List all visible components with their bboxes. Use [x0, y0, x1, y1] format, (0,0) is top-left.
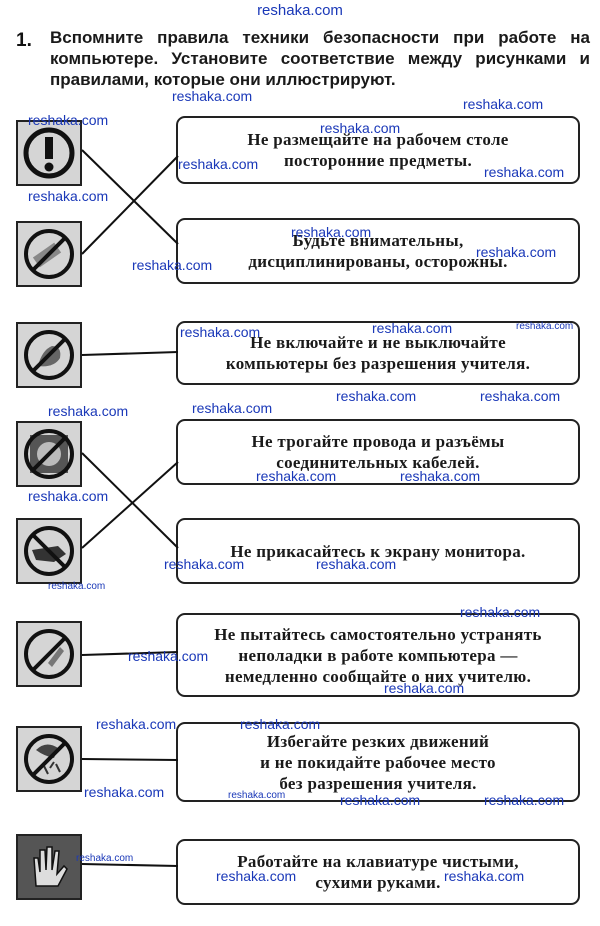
watermark: reshaka.com	[164, 556, 244, 572]
no-sudden-movements-icon	[16, 726, 82, 792]
watermark: reshaka.com	[476, 244, 556, 260]
watermark: reshaka.com	[76, 853, 133, 864]
no-self-repair-icon	[16, 621, 82, 687]
no-touch-screen-icon	[16, 518, 82, 584]
watermark: reshaka.com	[84, 784, 164, 800]
task-number: 1.	[16, 30, 32, 52]
watermark: reshaka.com	[228, 790, 285, 801]
rule-line: Избегайте резких движений	[267, 731, 489, 752]
watermark: reshaka.com	[384, 680, 464, 696]
task-text: Вспомните правила техники безопасности п…	[50, 27, 590, 90]
rule-line: Не трогайте провода и разъёмы	[252, 431, 505, 452]
watermark: reshaka.com	[178, 156, 258, 172]
watermark: reshaka.com	[216, 868, 296, 884]
match-line	[82, 759, 178, 760]
rule-box-5: Не прикасайтесь к экрану монитора.	[176, 518, 580, 584]
no-power-switch-icon	[16, 322, 82, 388]
watermark: reshaka.com	[132, 257, 212, 273]
watermark: reshaka.com	[48, 403, 128, 419]
watermark: reshaka.com	[28, 188, 108, 204]
watermark: reshaka.com	[320, 120, 400, 136]
watermark: reshaka.com	[291, 224, 371, 240]
watermark: reshaka.com	[316, 556, 396, 572]
rule-line: немедленно сообщайте о них учителю.	[225, 666, 531, 687]
exclamation-sign-icon	[16, 120, 82, 186]
match-line	[82, 462, 178, 548]
watermark: reshaka.com	[28, 112, 108, 128]
watermark: reshaka.com	[256, 468, 336, 484]
watermark: reshaka.com	[336, 388, 416, 404]
clean-dry-hands-icon	[16, 834, 82, 900]
match-line	[82, 864, 178, 866]
watermark: reshaka.com	[340, 792, 420, 808]
rule-box-6: Не пытайтесь самостоятельно устранять не…	[176, 613, 580, 697]
watermark: reshaka.com	[28, 488, 108, 504]
watermark: reshaka.com	[128, 648, 208, 664]
rule-line: компьютеры без разрешения учителя.	[226, 353, 530, 374]
rule-line: дисциплинированы, осторожны.	[248, 251, 507, 272]
match-line	[82, 352, 178, 355]
watermark: reshaka.com	[484, 164, 564, 180]
watermark: reshaka.com	[463, 96, 543, 112]
watermark: reshaka.com	[240, 716, 320, 732]
no-items-on-desk-icon	[16, 221, 82, 287]
rule-line: без разрешения учителя.	[279, 773, 476, 794]
rule-line: неполадки в работе компьютера —	[238, 645, 517, 666]
site-header[interactable]: reshaka.com	[0, 2, 600, 19]
watermark: reshaka.com	[96, 716, 176, 732]
watermark: reshaka.com	[480, 388, 560, 404]
watermark: reshaka.com	[48, 581, 105, 592]
no-touch-cables-icon	[16, 421, 82, 487]
rule-line: посторонние предметы.	[284, 150, 472, 171]
watermark: reshaka.com	[172, 88, 252, 104]
watermark: reshaka.com	[484, 792, 564, 808]
watermark: reshaka.com	[444, 868, 524, 884]
watermark: reshaka.com	[460, 604, 540, 620]
watermark: reshaka.com	[192, 400, 272, 416]
watermark: reshaka.com	[372, 320, 452, 336]
rule-line: сухими руками.	[315, 872, 440, 893]
watermark: reshaka.com	[180, 324, 260, 340]
watermark: reshaka.com	[400, 468, 480, 484]
watermark: reshaka.com	[516, 321, 573, 332]
rule-box-4: Не трогайте провода и разъёмы соединител…	[176, 419, 580, 485]
rule-line: Не пытайтесь самостоятельно устранять	[214, 624, 541, 645]
match-line	[82, 156, 178, 254]
rule-line: и не покидайте рабочее место	[260, 752, 496, 773]
